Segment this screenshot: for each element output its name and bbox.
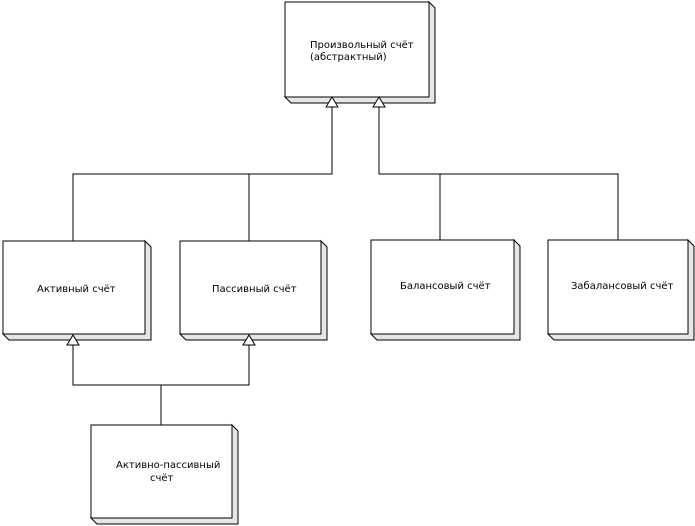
node-label-line2: счёт (150, 473, 174, 484)
connector-active-passive-to-passive (161, 344, 250, 386)
node-offbalance-account[interactable]: Забалансовый счёт (546, 238, 695, 341)
generalization-arrowheads (66, 96, 386, 346)
node-label: Активный счёт (37, 284, 116, 295)
node-active-account[interactable]: Активный счёт (1, 239, 152, 341)
connectors-active-passive (72, 344, 250, 425)
node-passive-account[interactable]: Пассивный счёт (178, 239, 328, 341)
node-balance-account[interactable]: Балансовый счёт (369, 238, 521, 341)
node-box (179, 240, 322, 335)
node-arbitrary-account[interactable]: Произвольный счёт (абстрактный) (283, 0, 436, 104)
node-label-line2: (абстрактный) (310, 52, 387, 63)
node-box (547, 239, 689, 335)
connector-balance-to-arbitrary (378, 106, 441, 240)
node-label: Забалансовый счёт (571, 281, 674, 292)
node-active-passive-account[interactable]: Активно-пассивный счёт (89, 423, 239, 525)
arrowhead-right-to-arbitrary (372, 96, 386, 108)
node-box (90, 424, 233, 519)
node-label: Пассивный счёт (212, 284, 297, 295)
node-box (284, 1, 430, 98)
node-box (370, 239, 515, 335)
connectors-arbitrary-left (72, 106, 333, 241)
node-label-line1: Произвольный счёт (310, 40, 414, 51)
node-label-line1: Активно-пассивный (116, 460, 220, 471)
arrowhead-left-to-arbitrary (325, 96, 339, 108)
node-box (2, 240, 146, 335)
connectors-arbitrary-right (378, 106, 619, 240)
connector-active-to-arbitrary (72, 106, 333, 241)
arrowhead-to-active (66, 334, 80, 346)
node-label: Балансовый счёт (400, 281, 491, 292)
connector-offbalance-to-arbitrary (440, 173, 619, 240)
arrowhead-to-passive (242, 334, 256, 346)
connector-active-passive-to-active (72, 344, 162, 425)
